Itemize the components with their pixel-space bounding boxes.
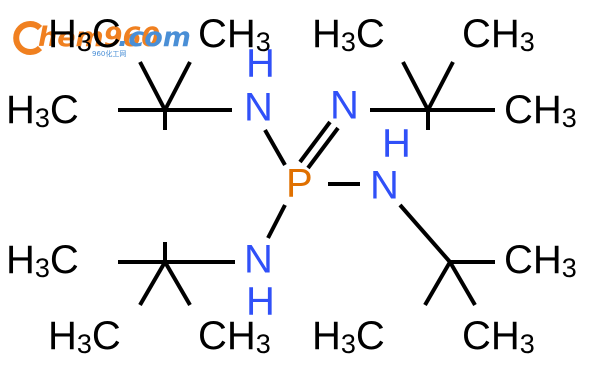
bond-bl-down-right bbox=[163, 260, 192, 307]
bond-tl-up-right bbox=[163, 61, 192, 111]
methyl-groups: H3C CH3 H3C H3C CH3 CH3 H3C H3C CH3 CH3 … bbox=[6, 12, 577, 360]
bond-n-tl-p bbox=[263, 129, 287, 166]
methyl-tr-top-right: CH3 bbox=[462, 12, 535, 58]
logo-brand-suffix: .com bbox=[118, 22, 191, 53]
methyl-tl-top-left: H3C bbox=[48, 12, 121, 58]
bonds bbox=[118, 61, 495, 307]
methyl-tr-top-left: H3C bbox=[312, 12, 385, 58]
watermark-logo: hem960 .com 960化工网 bbox=[13, 21, 191, 58]
atom-n-right: N bbox=[370, 164, 399, 208]
atom-h-right: H bbox=[382, 122, 411, 166]
bond-tr-up-right bbox=[426, 61, 455, 111]
bond-bl-down-left bbox=[138, 260, 167, 307]
logo-tagline: 960化工网 bbox=[92, 49, 126, 58]
bond-p-n-bl bbox=[266, 204, 287, 239]
methyl-bl-bottom-right: CH3 bbox=[198, 314, 271, 360]
methyl-br-bottom-right: CH3 bbox=[462, 314, 535, 360]
atom-h-top-left: H bbox=[246, 42, 275, 86]
bond-p-n-imine-2 bbox=[306, 126, 340, 170]
atom-labels: H N N P H N N H bbox=[244, 42, 411, 324]
bond-br-down-left bbox=[423, 260, 452, 307]
methyl-bl-bottom-left: H3C bbox=[48, 314, 121, 360]
methyl-tr-right: CH3 bbox=[504, 88, 577, 134]
atom-phosphorus: P bbox=[286, 162, 313, 206]
atom-n-top-left: N bbox=[244, 86, 273, 130]
methyl-tl-top-right: CH3 bbox=[198, 12, 271, 58]
methyl-br-right: CH3 bbox=[504, 238, 577, 284]
methyl-br-bottom-left: H3C bbox=[312, 314, 385, 360]
logo-c-icon bbox=[13, 21, 43, 55]
atom-n-imine: N bbox=[330, 84, 359, 128]
bond-br-down-right bbox=[448, 260, 477, 307]
bond-tr-up-left bbox=[401, 61, 430, 111]
bond-n-right-c bbox=[398, 203, 452, 264]
bond-tl-up-left bbox=[138, 61, 167, 111]
atom-h-bottom-left: H bbox=[246, 280, 275, 324]
logo-brand: hem960 bbox=[38, 22, 160, 53]
atom-n-bottom-left: N bbox=[244, 238, 273, 282]
bond-p-n-imine-1 bbox=[298, 120, 332, 164]
methyl-tl-left: H3C bbox=[6, 88, 79, 134]
methyl-bl-left: H3C bbox=[6, 238, 79, 284]
